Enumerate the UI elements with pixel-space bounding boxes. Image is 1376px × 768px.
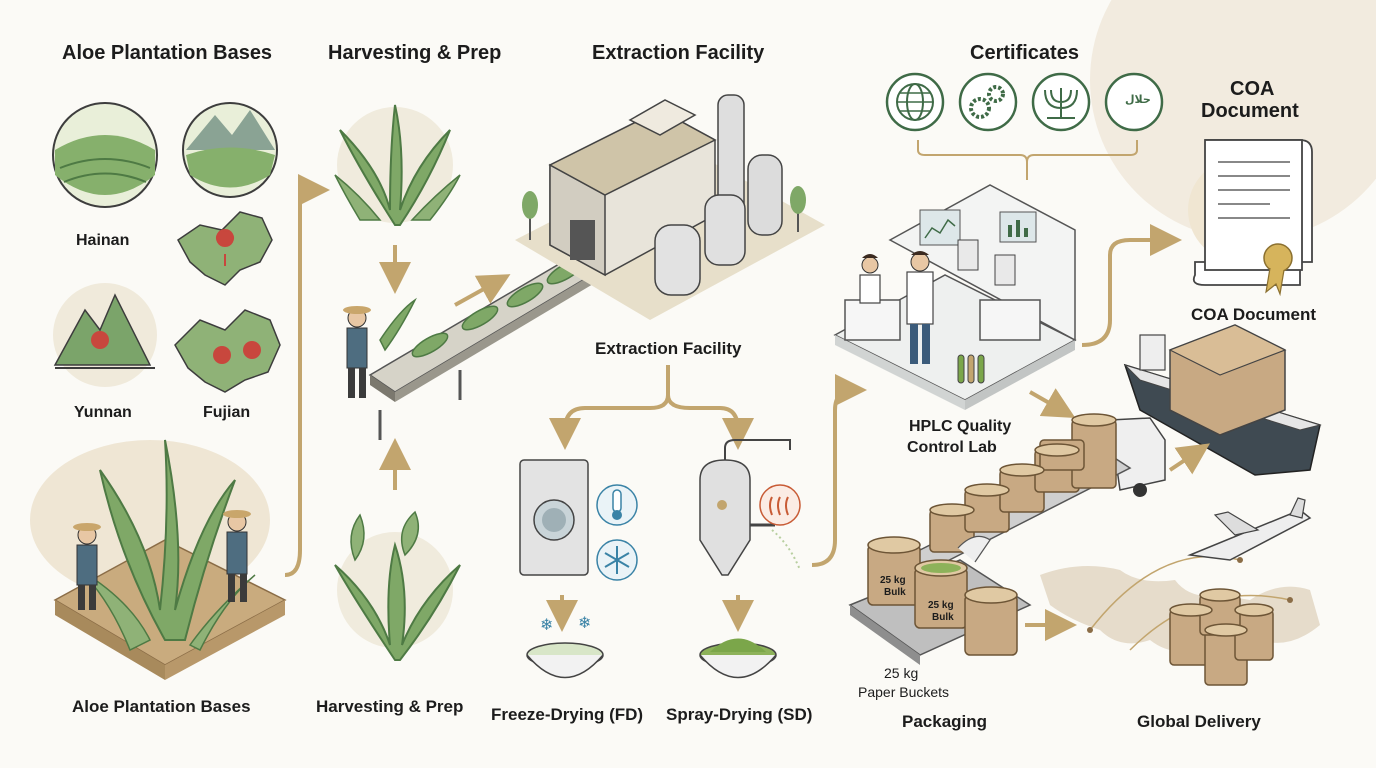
- label-packaging: Packaging: [902, 712, 988, 731]
- flow-arrow: [811, 374, 867, 567]
- label-buckets-line2: Paper Buckets: [858, 684, 950, 700]
- thermometer-icon: [596, 484, 638, 526]
- flow-arrow: [1081, 224, 1182, 347]
- label-spray-drying: Spray-Drying (SD): [666, 705, 813, 724]
- bucket-stack-illustration: [1169, 588, 1274, 686]
- header-harvesting: Harvesting & Prep: [328, 42, 502, 64]
- header-extraction: Extraction Facility: [592, 42, 765, 64]
- label-plantation-bottom: Aloe Plantation Bases: [72, 697, 251, 716]
- label-yunnan: Yunnan: [74, 404, 132, 421]
- svg-text:❄: ❄: [540, 615, 553, 634]
- spray-dryer-illustration: [699, 439, 801, 576]
- flow-arrow: [549, 365, 670, 450]
- plantation-field-icon: [52, 102, 158, 208]
- halal-text: حلال: [1125, 93, 1151, 106]
- label-hplc-line2: Control Lab: [907, 439, 997, 456]
- freeze-dryer-illustration: [519, 459, 589, 576]
- header-coa-line1: COA: [1230, 78, 1275, 100]
- certificates-bracket: [917, 140, 1138, 180]
- label-fujian: Fujian: [203, 404, 251, 421]
- label-global-delivery: Global Delivery: [1137, 712, 1261, 731]
- heat-icon: [759, 484, 801, 526]
- svg-text:❄: ❄: [578, 613, 591, 632]
- flow-arrow: [284, 174, 330, 577]
- aloe-plantation-illustration: [53, 439, 287, 680]
- label-harvesting-bottom: Harvesting & Prep: [316, 697, 464, 716]
- bucket-tag-line1: 25 kg: [880, 575, 906, 586]
- airplane-icon: [1187, 497, 1312, 561]
- label-coa-document: COA Document: [1191, 305, 1316, 324]
- label-buckets-line1: 25 kg: [884, 665, 919, 681]
- mountain-field-icon: [182, 102, 278, 198]
- china-map-icon-hainan: [177, 211, 273, 286]
- flow-arrow: [1029, 388, 1076, 418]
- flow-arrow: [666, 394, 754, 450]
- flow-arrow: [454, 274, 511, 307]
- bucket-tag-line2: Bulk: [932, 612, 954, 623]
- label-hplc-line1: HPLC Quality: [909, 418, 1012, 435]
- halal-crescent-icon: [1104, 72, 1164, 132]
- bucket-tag-line1: 25 kg: [928, 600, 954, 611]
- coa-document-icon: [1188, 139, 1313, 297]
- aloe-plant-icon-bottom: [334, 510, 461, 661]
- header-certificates: Certificates: [970, 42, 1079, 64]
- flow-arrow: [1168, 443, 1210, 475]
- packaging-line-illustration: [848, 535, 1032, 665]
- bucket-tag-line2: Bulk: [884, 587, 906, 598]
- label-extraction-mid: Extraction Facility: [595, 339, 742, 358]
- delivery-truck-illustration: [1109, 417, 1166, 497]
- snowflake-icon: [596, 539, 638, 581]
- globe-icon: [885, 72, 945, 132]
- bucket-conveyor-illustration: [898, 413, 1132, 576]
- hplc-lab-illustration: [833, 184, 1077, 410]
- mountain-pin-icon-yunnan: [53, 283, 157, 387]
- gears-icon: [958, 72, 1018, 132]
- header-plantation: Aloe Plantation Bases: [62, 42, 273, 64]
- china-map-icon-fujian: [174, 309, 281, 393]
- aloe-plant-icon-top: [334, 104, 461, 226]
- extraction-facility-illustration: [515, 94, 825, 320]
- label-freeze-drying: Freeze-Drying (FD): [491, 705, 644, 724]
- header-coa-line2: Document: [1201, 100, 1299, 122]
- freeze-dried-flakes-bowl: ❄ ❄: [526, 613, 604, 679]
- cargo-ship-illustration: [1123, 324, 1322, 476]
- label-hainan: Hainan: [76, 232, 130, 249]
- menorah-icon: [1031, 72, 1091, 132]
- spray-dried-powder-bowl: [699, 638, 777, 679]
